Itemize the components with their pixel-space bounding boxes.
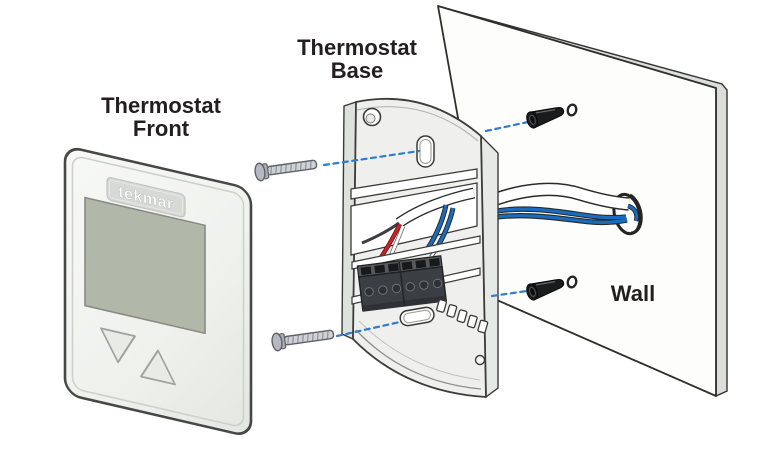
- lcd-screen: [84, 196, 206, 335]
- base-upper-slot: [350, 168, 478, 200]
- mounting-screw-bottom: [271, 329, 335, 352]
- label-front-line1: Thermostat: [101, 93, 221, 118]
- anchor-highlight: [535, 281, 556, 286]
- base-rail-upper: [351, 235, 481, 270]
- mounting-slot-bottom: [399, 306, 435, 327]
- blue-wire: [426, 204, 448, 249]
- screw-threads: [270, 161, 312, 175]
- down-arrow-button: [100, 327, 136, 364]
- wall-wire-hole-rim: [629, 193, 643, 235]
- terminal-block-divider: [398, 261, 406, 306]
- thermostat-front: tekmar: [63, 147, 253, 436]
- screw-hole-bottom-small: [474, 354, 486, 366]
- cable-sheath: [396, 188, 475, 227]
- alignment-guides: [322, 120, 530, 338]
- wall-anchor-top: [526, 107, 565, 129]
- screw-threads: [287, 331, 329, 345]
- screw-head: [271, 332, 283, 352]
- pilot-hole-bottom: [566, 275, 578, 289]
- up-arrow-button: [140, 349, 176, 386]
- anchor-highlight: [535, 109, 556, 114]
- screw-head: [254, 162, 266, 182]
- mounting-screw-top: [254, 159, 318, 182]
- dashed-guide-bottom-anchor: [490, 289, 529, 298]
- terminal-wire-ports: [360, 258, 440, 276]
- blue-wire-loop: [627, 204, 638, 222]
- screw-hole-top: [362, 107, 382, 127]
- cable-sheath: [494, 184, 630, 210]
- base-bottom-lip-inner: [358, 320, 481, 381]
- label-base-line1: Thermostat: [297, 35, 417, 60]
- wall-anchor-bottom: [526, 279, 565, 301]
- dashed-guide-bottom-screw: [335, 320, 402, 338]
- terminal-block: [356, 255, 448, 312]
- label-front-line2: Front: [133, 116, 190, 141]
- wall-wiring: [493, 182, 643, 236]
- pilot-hole-top: [566, 103, 578, 117]
- anchor-hole: [529, 286, 536, 297]
- base-bottom-lip: [355, 329, 482, 390]
- blue-wire: [496, 207, 627, 220]
- dashed-guide-top-screw: [322, 149, 421, 167]
- tekmar-badge: tekmar: [106, 177, 186, 218]
- label-wall: Wall: [611, 281, 655, 306]
- thermostat-front-inner-line: [71, 156, 245, 427]
- vent-slots: [436, 299, 489, 334]
- anchor-hole: [529, 114, 536, 125]
- gray-wire: [361, 221, 400, 245]
- terminal-screws: [364, 278, 443, 297]
- blue-wire: [496, 214, 628, 224]
- dashed-guide-top-anchor: [484, 120, 530, 133]
- diagram-labels: Thermostat Front Thermostat Base Wall: [101, 35, 655, 306]
- thermostat-base: [341, 97, 499, 399]
- label-base-line2: Base: [331, 58, 384, 83]
